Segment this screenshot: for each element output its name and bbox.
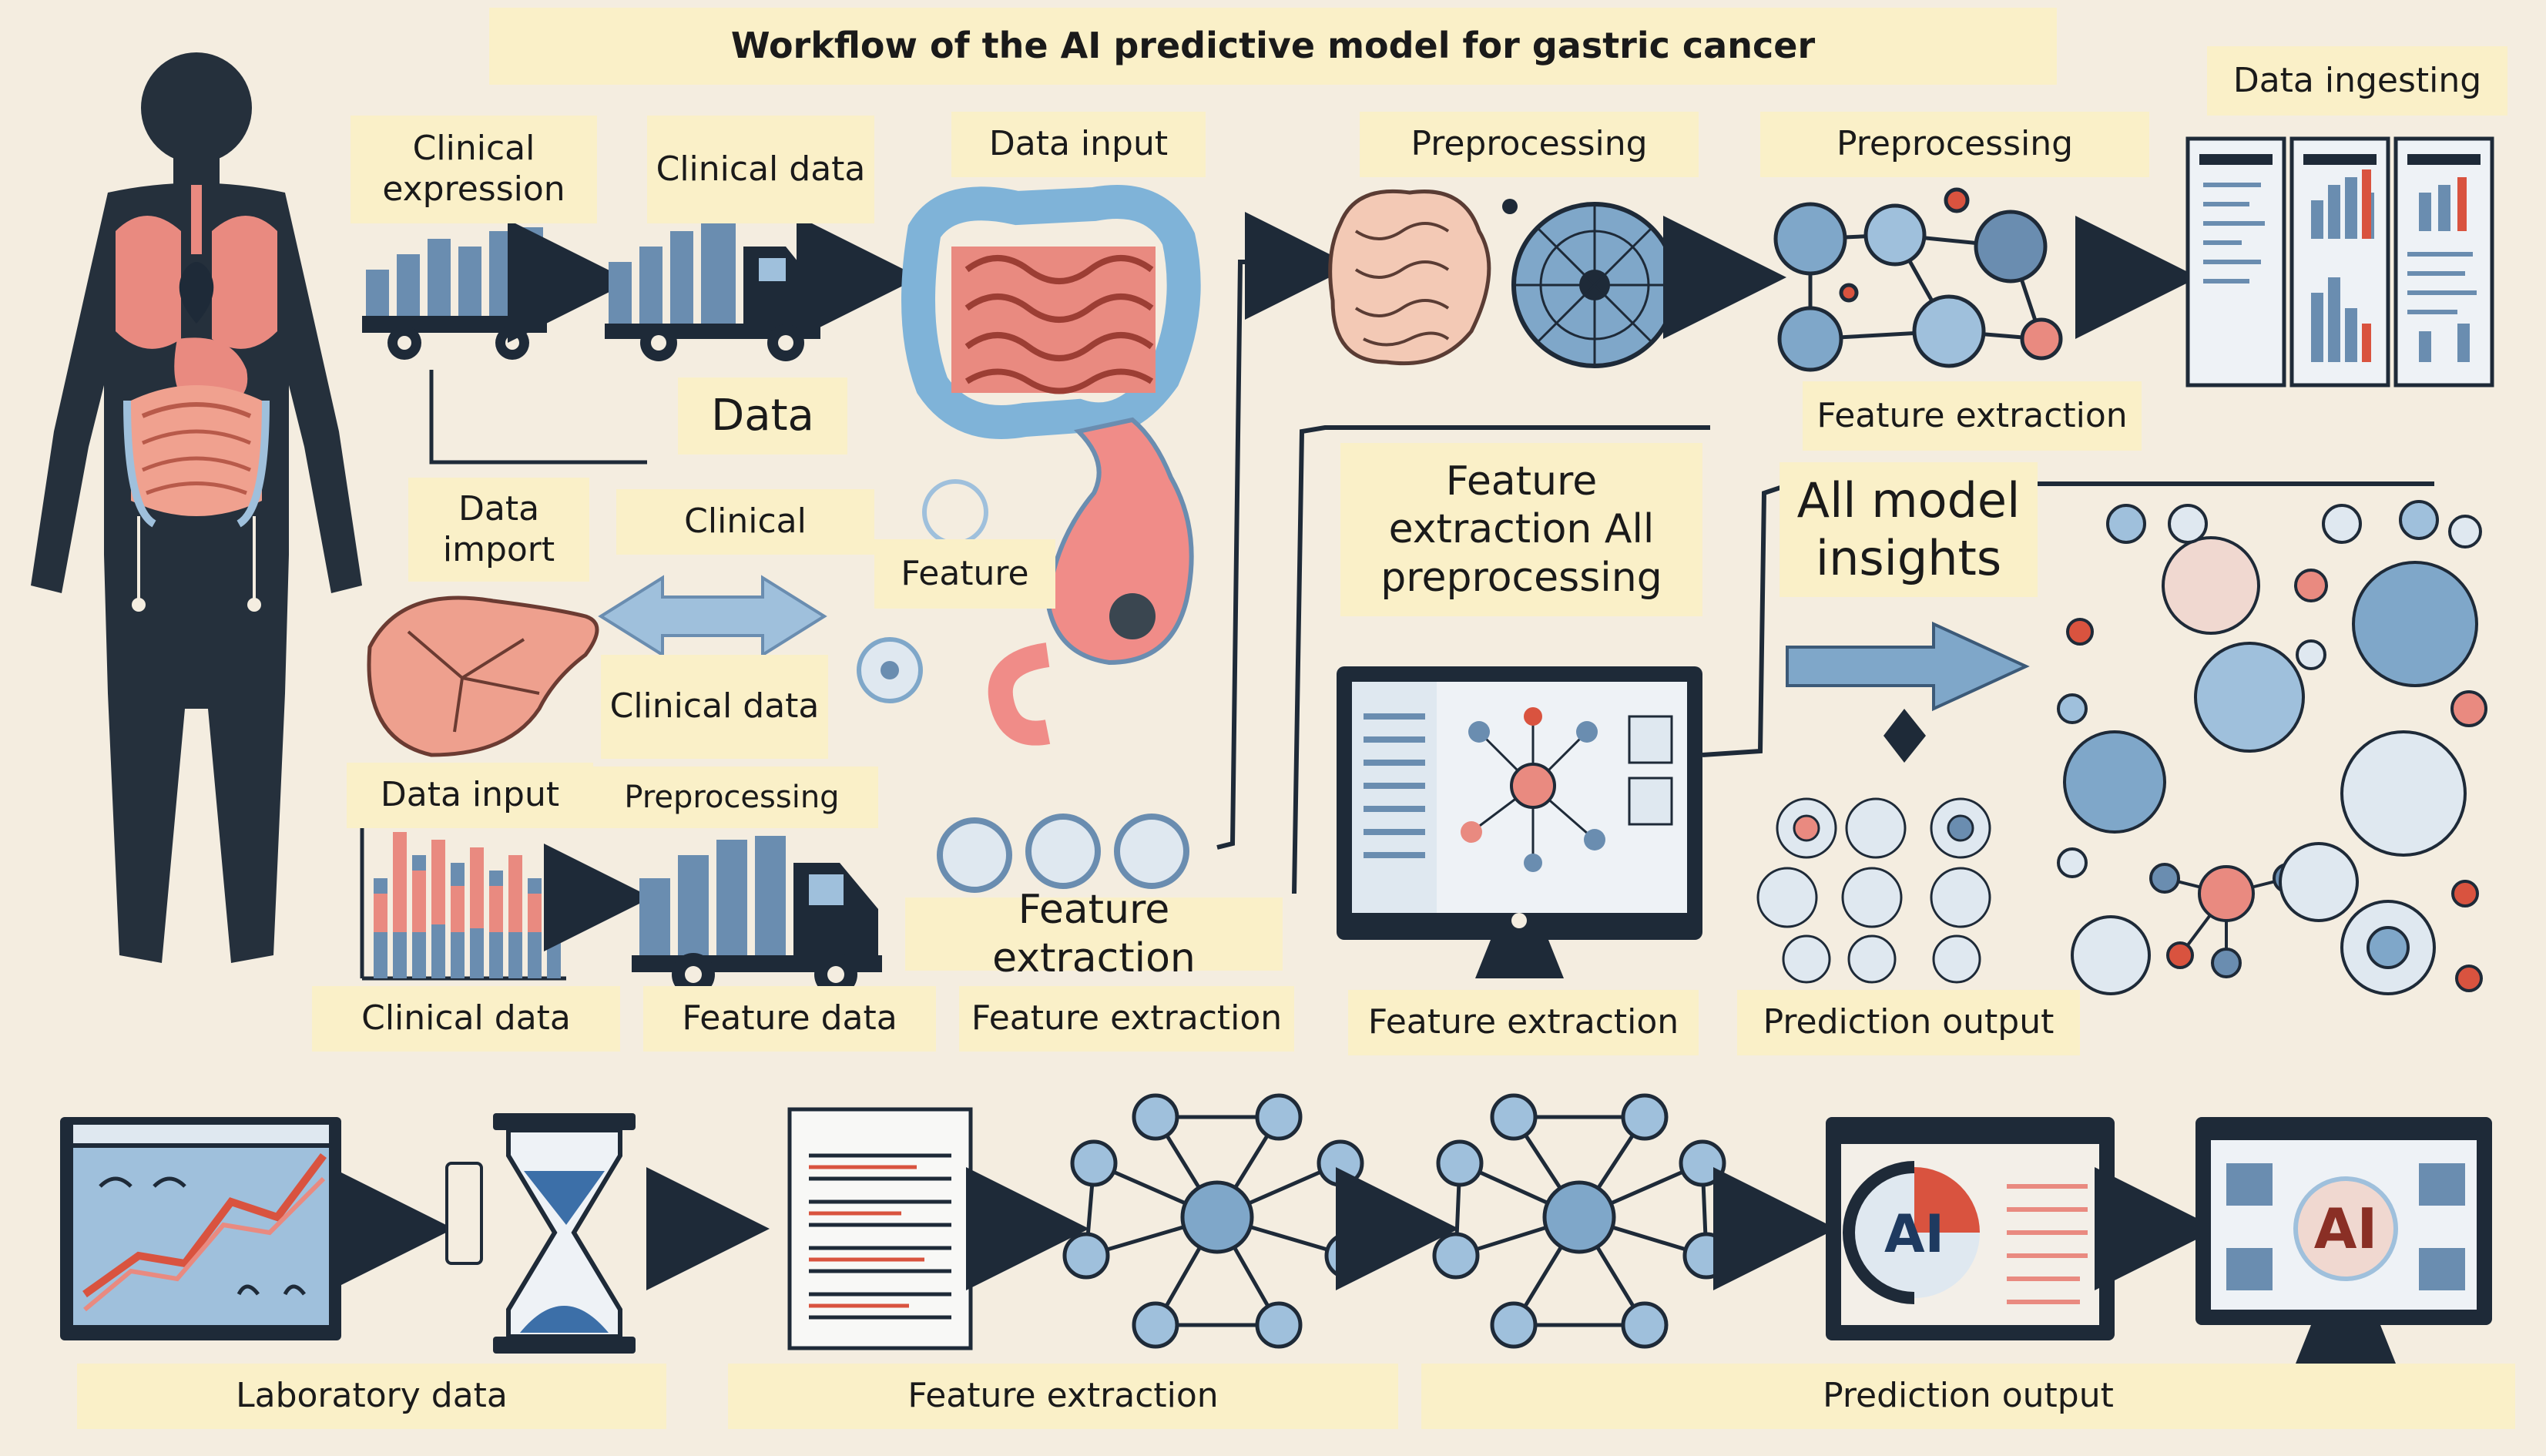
label-clinical-data-mid: Clinical data <box>601 655 828 759</box>
truck-icon <box>605 223 820 361</box>
monitor-icon <box>1337 666 1702 978</box>
label-data: Data <box>678 377 847 455</box>
label-all-model-insights: All model insights <box>1780 462 2038 597</box>
label-feature-extraction-right: Feature extraction <box>1803 381 2142 451</box>
report-panel-icon <box>2185 136 2494 387</box>
label-data-input-top: Data input <box>951 112 1206 177</box>
label-feature-extraction-a: Feature extraction <box>959 986 1294 1052</box>
label-feature-extraction-b: Feature extraction <box>1348 990 1699 1055</box>
radar-wheel-icon <box>1502 199 1678 368</box>
label-prediction-output-bottom: Prediction output <box>1421 1364 2515 1429</box>
label-laboratory-data: Laboratory data <box>77 1364 666 1429</box>
bar-chart-icon <box>360 824 566 981</box>
label-feature-extraction-center: Feature extraction <box>905 887 1283 981</box>
brain-icon <box>1328 189 1491 366</box>
document-icon <box>787 1107 973 1350</box>
ai-chart-icon: AI <box>1826 1117 2115 1340</box>
double-arrow-icon <box>598 575 827 658</box>
network-icon <box>2057 500 2487 995</box>
label-feature-extraction-bottom: Feature extraction <box>728 1364 1398 1429</box>
bar-chart-icon <box>362 227 547 360</box>
label-clinical-expression: Clinical expression <box>351 116 597 223</box>
network-icon <box>1432 1093 1730 1349</box>
network-icon <box>1773 187 2063 372</box>
label-feature: Feature <box>874 539 1055 609</box>
liver-icon <box>367 595 599 757</box>
label-prediction-output-mid: Prediction output <box>1737 990 2080 1055</box>
label-clinical: Clinical <box>616 489 874 555</box>
label-preprocessing-1: Preprocessing <box>1360 112 1699 177</box>
label-feature-data: Feature data <box>643 986 936 1052</box>
label-data-ingesting: Data ingesting <box>2207 46 2507 116</box>
label-preprocessing-mid: Preprocessing <box>585 767 878 828</box>
network-icon <box>1756 797 1991 984</box>
ai-label: AI <box>2314 1196 2378 1261</box>
stomach-icon <box>988 417 1194 746</box>
monitor-icon <box>60 1117 341 1340</box>
double-arrow-icon <box>1786 621 2030 712</box>
label-clinical-data-bottom: Clinical data <box>312 986 620 1052</box>
label-data-input-mid: Data input <box>347 763 593 828</box>
label-clinical-data-top: Clinical data <box>647 116 874 223</box>
network-icon <box>1062 1093 1372 1349</box>
label-feature-extraction-all-preprocessing: Feature extraction All preprocessing <box>1340 443 1702 616</box>
network-icon <box>937 814 1189 893</box>
intestine-icon <box>901 185 1201 439</box>
page-title: Workflow of the AI predictive model for … <box>489 8 2057 85</box>
ai-label: AI <box>1884 1204 1944 1265</box>
human-body-icon <box>31 52 362 963</box>
hourglass-icon <box>445 1113 636 1354</box>
label-preprocessing-2: Preprocessing <box>1760 112 2149 177</box>
ai-monitor-icon: AI <box>2195 1117 2492 1364</box>
truck-icon <box>632 836 882 996</box>
label-data-import: Data import <box>408 478 589 582</box>
